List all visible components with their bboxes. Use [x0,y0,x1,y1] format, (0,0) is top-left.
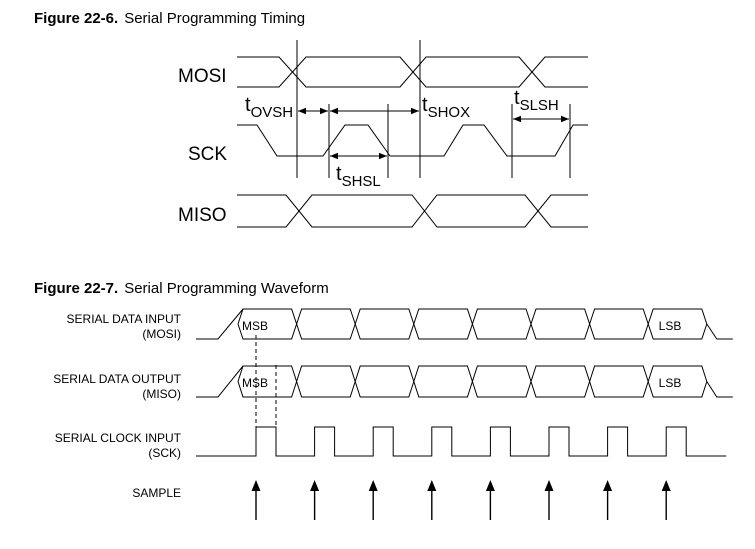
sck-clock-waveform [196,426,727,457]
dashed-guide-lines [255,335,277,427]
row-label-sck-line1: SERIAL CLOCK INPUT [55,431,182,445]
timing-reference-lines [296,40,571,178]
figure-22-7-caption: Figure 22-7.Serial Programming Waveform [34,280,329,297]
sample-arrow-head [544,480,554,491]
mosi-waveform [237,56,588,88]
miso-exit [706,381,733,398]
sample-arrow-head [603,480,613,491]
signal-label-mosi: MOSI [178,66,227,87]
timing-label-slsh: tSLSH [514,87,559,114]
mosi-bit-cell [354,308,415,340]
row-label-miso-line1: SERIAL DATA OUTPUT [53,372,181,386]
miso-bit-cell [354,365,415,398]
signal-label-sck: SCK [188,144,227,165]
row-label-sck-line2: (SCK) [148,446,181,460]
sample-arrow-head [368,480,378,491]
sample-arrow-head [485,480,495,491]
timing-arrows [298,107,569,160]
row-label-miso-line2: (MISO) [142,387,181,401]
miso-entry [196,365,244,398]
mosi-bit-cell [296,308,356,340]
row-label-sample: SAMPLE [132,486,181,500]
miso-bit-cell [471,365,532,398]
mosi-bus-waveform [196,308,733,340]
mosi-lsb-label: LSB [659,319,682,333]
miso-bit-cell [296,365,356,398]
timing-label-ovsh: tOVSH [245,94,293,121]
sample-arrow-head [661,480,671,491]
sample-arrow-head [310,480,320,491]
sample-arrow-head [427,480,437,491]
mosi-bit-cell [413,308,473,340]
mosi-bit-cell [530,308,591,340]
mosi-bit-cell [589,308,649,340]
mosi-bit-cell [471,308,532,340]
mosi-msb-label: MSB [242,319,268,333]
sck-waveform [237,124,588,157]
miso-msb-label: MSB [242,376,268,390]
mosi-entry [196,308,244,340]
miso-lsb-label: LSB [659,376,682,390]
waveform-row-labels: SERIAL DATA INPUT (MOSI) SERIAL DATA OUT… [53,312,181,500]
miso-bit-cell [589,365,649,398]
miso-waveform [237,194,588,228]
row-label-mosi-line2: (MOSI) [142,327,181,341]
signal-label-miso: MISO [178,205,227,226]
timing-label-shsl: tSHSL [336,163,381,190]
miso-bit-cell [530,365,591,398]
sample-arrows [251,480,671,520]
miso-bit-cell [413,365,473,398]
miso-bus-waveform [196,365,733,398]
mosi-exit [706,323,733,340]
timing-label-shox: tSHOX [422,94,470,121]
sample-arrow-head [251,480,261,491]
row-label-mosi-line1: SERIAL DATA INPUT [67,312,182,326]
figure-22-6-caption: Figure 22-6.Serial Programming Timing [34,10,305,27]
sck-clock-trace [196,426,727,457]
